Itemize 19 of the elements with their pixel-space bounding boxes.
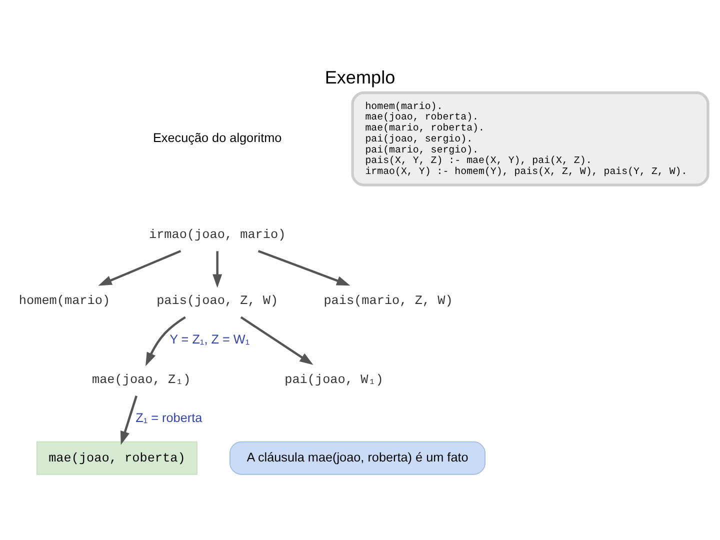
arrow xyxy=(212,251,222,288)
arrow xyxy=(258,250,350,286)
node-box: mae(joao, roberta) xyxy=(36,441,198,475)
arrow xyxy=(120,396,138,445)
label: Execução do algoritmo xyxy=(152,131,282,146)
arrow xyxy=(146,316,186,366)
node-text: pai(joao, W₁) xyxy=(284,372,384,387)
arrow xyxy=(240,316,314,365)
node-text: irmao(joao, mario) xyxy=(148,227,286,242)
node-box: A cláusula mae(joao, roberta) é um fato xyxy=(230,441,486,475)
node-text: pais(mario, Z, W) xyxy=(324,293,453,308)
node-box: homem(mario). mae(joao, roberta). mae(mario, roberta). pai(joao, sergio). pai(mario, sergio). pais(X, Y, Z) :- mae(X, Y), pai(X, Z). irmao(X, Y) :- homem(Y), pais(X, Z, W), pais(Y, Z, W). xyxy=(351,91,710,186)
node-text: mae(joao, Z₁) xyxy=(92,372,191,387)
node-text: pais(joao, Z, W) xyxy=(156,293,278,308)
diagram-title: Exemplo xyxy=(324,68,396,88)
edge-label: Y = Z₁, Z = W₁ xyxy=(170,332,250,346)
arrow xyxy=(98,250,182,286)
node-text: homem(mario) xyxy=(18,293,110,308)
edge-label: Z₁ = roberta xyxy=(136,411,202,426)
